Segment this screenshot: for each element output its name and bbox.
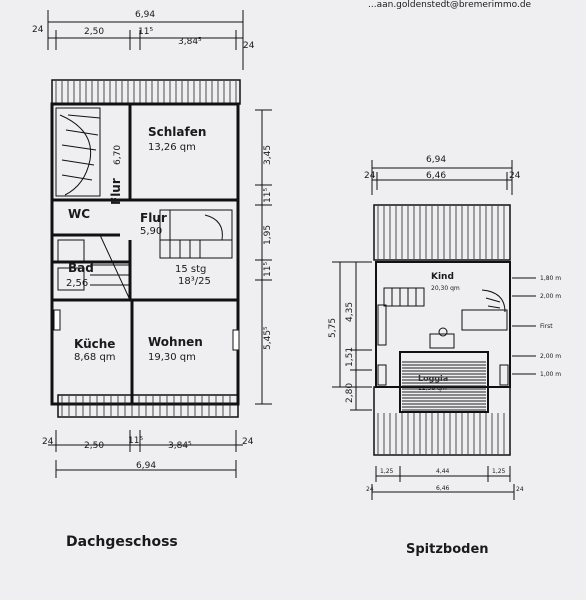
sb-bottom-seg-1: 1,25 xyxy=(380,468,394,475)
dg-bottom-total: 6,94 xyxy=(136,461,156,471)
sb-height-3: First xyxy=(540,323,553,330)
dg-title: Dachgeschoss xyxy=(66,534,178,550)
area-schlafen: 13,26 qm xyxy=(148,142,196,153)
sb-bottom-seg-2: 4,44 xyxy=(436,468,450,475)
room-flur-upper: Flur xyxy=(109,178,123,205)
dg-bottom-seg-5: 24 xyxy=(242,437,254,447)
dg-bathroom-tiles xyxy=(57,234,131,301)
dg-right-dim-5: 5,45⁵ xyxy=(263,326,273,350)
sb-right-height-labels: 1,80 m 2,00 m First 2,00 m 1,00 m xyxy=(512,275,561,378)
room-kueche: Küche xyxy=(74,337,115,351)
room-wohnen: Wohnen xyxy=(148,335,203,349)
dg-right-dim-1: 3,45 xyxy=(263,145,273,165)
sb-bottom-total-3: 24 xyxy=(516,486,524,493)
dg-bottom-seg-1: 24 xyxy=(42,437,54,447)
area-flur: 5,90 xyxy=(140,226,162,237)
sb-title: Spitzboden xyxy=(406,542,489,557)
dg-bottom-seg-4: 3,84⁵ xyxy=(168,441,192,451)
dg-top-total: 6,94 xyxy=(135,10,155,20)
sb-roof-hatch-bottom xyxy=(373,386,511,456)
dg-top-seg-2: 2,50 xyxy=(84,27,104,37)
dg-roof-hatch-top xyxy=(51,79,241,105)
sb-left-dim-2: 4,35 xyxy=(345,302,355,322)
email-header: ...aan.goldenstedt@bremerimmo.de xyxy=(368,0,532,10)
dg-top-seg-4: 3,84⁵ xyxy=(178,37,202,47)
sb-top-seg-3: 24 xyxy=(509,171,521,181)
dg-center-stair xyxy=(159,209,233,259)
dg-outer-wall xyxy=(50,102,240,406)
sb-left-dim-3: 1,51 xyxy=(345,347,355,367)
dg-windows xyxy=(53,309,240,351)
dg-top-seg-3: 11⁵ xyxy=(138,27,153,37)
sb-bottom-total-2: 6,46 xyxy=(436,485,450,492)
dg-top-seg-1: 24 xyxy=(32,25,44,35)
area-kueche: 8,68 qm xyxy=(74,352,116,363)
sb-top-seg-1: 24 xyxy=(364,171,376,181)
sb-height-2: 2,00 m xyxy=(540,293,561,300)
dg-roof-hatch-bottom xyxy=(57,394,239,418)
sb-left-dim-1: 5,75 xyxy=(328,318,338,338)
room-schlafen: Schlafen xyxy=(148,125,206,139)
sb-left-dim-4: 2,80 xyxy=(345,383,355,403)
sb-height-5: 1,00 m xyxy=(540,371,561,378)
dg-bottom-seg-3: 11⁵ xyxy=(128,436,143,446)
area-loggia: 12,38 qm xyxy=(418,385,447,392)
dg-right-dim-2: 11⁵ xyxy=(263,188,273,203)
dg-bottom-seg-2: 2,50 xyxy=(84,441,104,451)
sb-bottom-seg-3: 1,25 xyxy=(492,468,506,475)
room-flur: Flur xyxy=(140,211,167,225)
dg-right-dimensions: 3,45 11⁵ 1,95 11⁵ 5,45⁵ xyxy=(255,109,273,405)
sb-loggia-box xyxy=(399,351,489,413)
dg-right-dim-4: 11⁵ xyxy=(263,262,273,277)
stair-steps: 15 stg xyxy=(175,264,206,275)
sb-bottom-total-1: 24 xyxy=(366,486,374,493)
stair-ratio: 18³/25 xyxy=(178,276,211,287)
flur-upper-dim: 6,70 xyxy=(113,145,123,165)
room-loggia: Loggia xyxy=(418,374,448,383)
spitzboden-plan: 6,94 24 6,46 24 xyxy=(328,155,561,557)
dg-right-dim-3: 1,95 xyxy=(263,225,273,245)
sb-windows xyxy=(377,304,509,386)
room-wc: WC xyxy=(68,207,90,221)
sb-top-dimensions: 6,94 24 6,46 24 xyxy=(364,155,521,195)
room-bad: Bad xyxy=(68,261,94,275)
sb-height-1: 1,80 m xyxy=(540,275,561,282)
dg-upper-stair xyxy=(55,107,101,197)
dachgeschoss-plan: 6,94 24 2,50 11⁵ 3,84⁵ 24 xyxy=(32,10,273,550)
sb-bottom-dimensions: 1,25 4,44 1,25 24 6,46 24 xyxy=(366,466,524,500)
sb-left-dimensions: 5,75 4,35 1,51 2,80 xyxy=(328,261,372,411)
area-wohnen: 19,30 qm xyxy=(148,352,196,363)
sb-top-seg-2: 6,46 xyxy=(426,171,446,181)
area-bad: 2,56 xyxy=(66,278,88,289)
dg-top-seg-5: 24 xyxy=(243,41,255,51)
sb-height-4: 2,00 m xyxy=(540,353,561,360)
dg-bottom-dimensions: 24 2,50 11⁵ 3,84⁵ 24 6,94 xyxy=(42,430,254,478)
sb-stairs xyxy=(383,287,508,331)
sb-roof-hatch-top xyxy=(373,204,511,261)
area-kind: 20,30 qm xyxy=(431,285,460,292)
dg-top-dimensions: 6,94 24 2,50 11⁵ 3,84⁵ 24 xyxy=(32,10,255,70)
sb-top-total: 6,94 xyxy=(426,155,446,165)
room-kind: Kind xyxy=(431,272,454,282)
